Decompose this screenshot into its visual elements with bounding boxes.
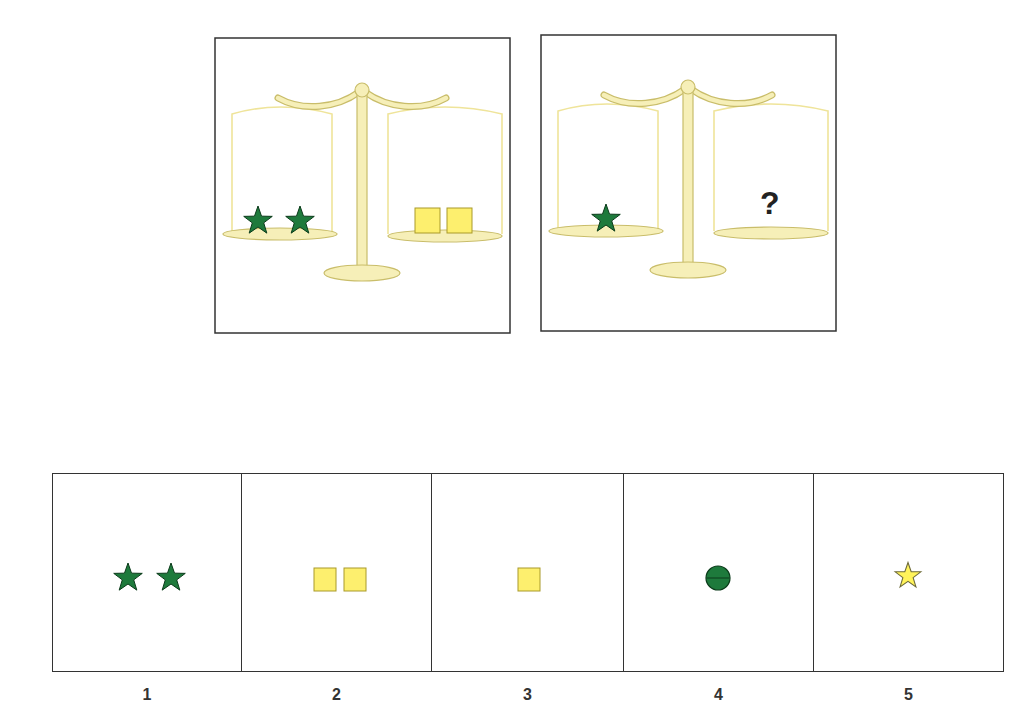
answer-box xyxy=(813,473,1004,672)
answer-option: 5 xyxy=(813,473,1004,704)
answer-box xyxy=(52,473,242,672)
question-mark: ? xyxy=(760,185,780,222)
answer-option: 3 xyxy=(431,473,624,704)
green-star xyxy=(157,563,186,590)
answer-box xyxy=(431,473,624,672)
scale-panel xyxy=(541,35,836,331)
option-figure xyxy=(624,474,815,673)
option-number: 1 xyxy=(52,686,242,704)
option-number: 2 xyxy=(241,686,432,704)
yellow-star xyxy=(895,563,921,587)
green-circle xyxy=(706,566,730,590)
option-figure xyxy=(814,474,1005,673)
option-figure xyxy=(242,474,433,673)
yellow-square xyxy=(344,568,366,591)
circle-line xyxy=(707,578,729,579)
option-figure xyxy=(53,474,243,673)
option-figure xyxy=(432,474,625,673)
answer-box xyxy=(241,473,432,672)
scale-panel xyxy=(215,38,510,333)
answer-option: 4 xyxy=(623,473,814,704)
option-number: 4 xyxy=(623,686,814,704)
green-star xyxy=(114,563,143,590)
answer-box xyxy=(623,473,814,672)
option-number: 5 xyxy=(813,686,1004,704)
yellow-square xyxy=(314,568,336,591)
option-number: 3 xyxy=(431,686,624,704)
answer-option: 2 xyxy=(241,473,432,704)
answer-option: 1 xyxy=(52,473,242,704)
yellow-square xyxy=(518,568,540,591)
